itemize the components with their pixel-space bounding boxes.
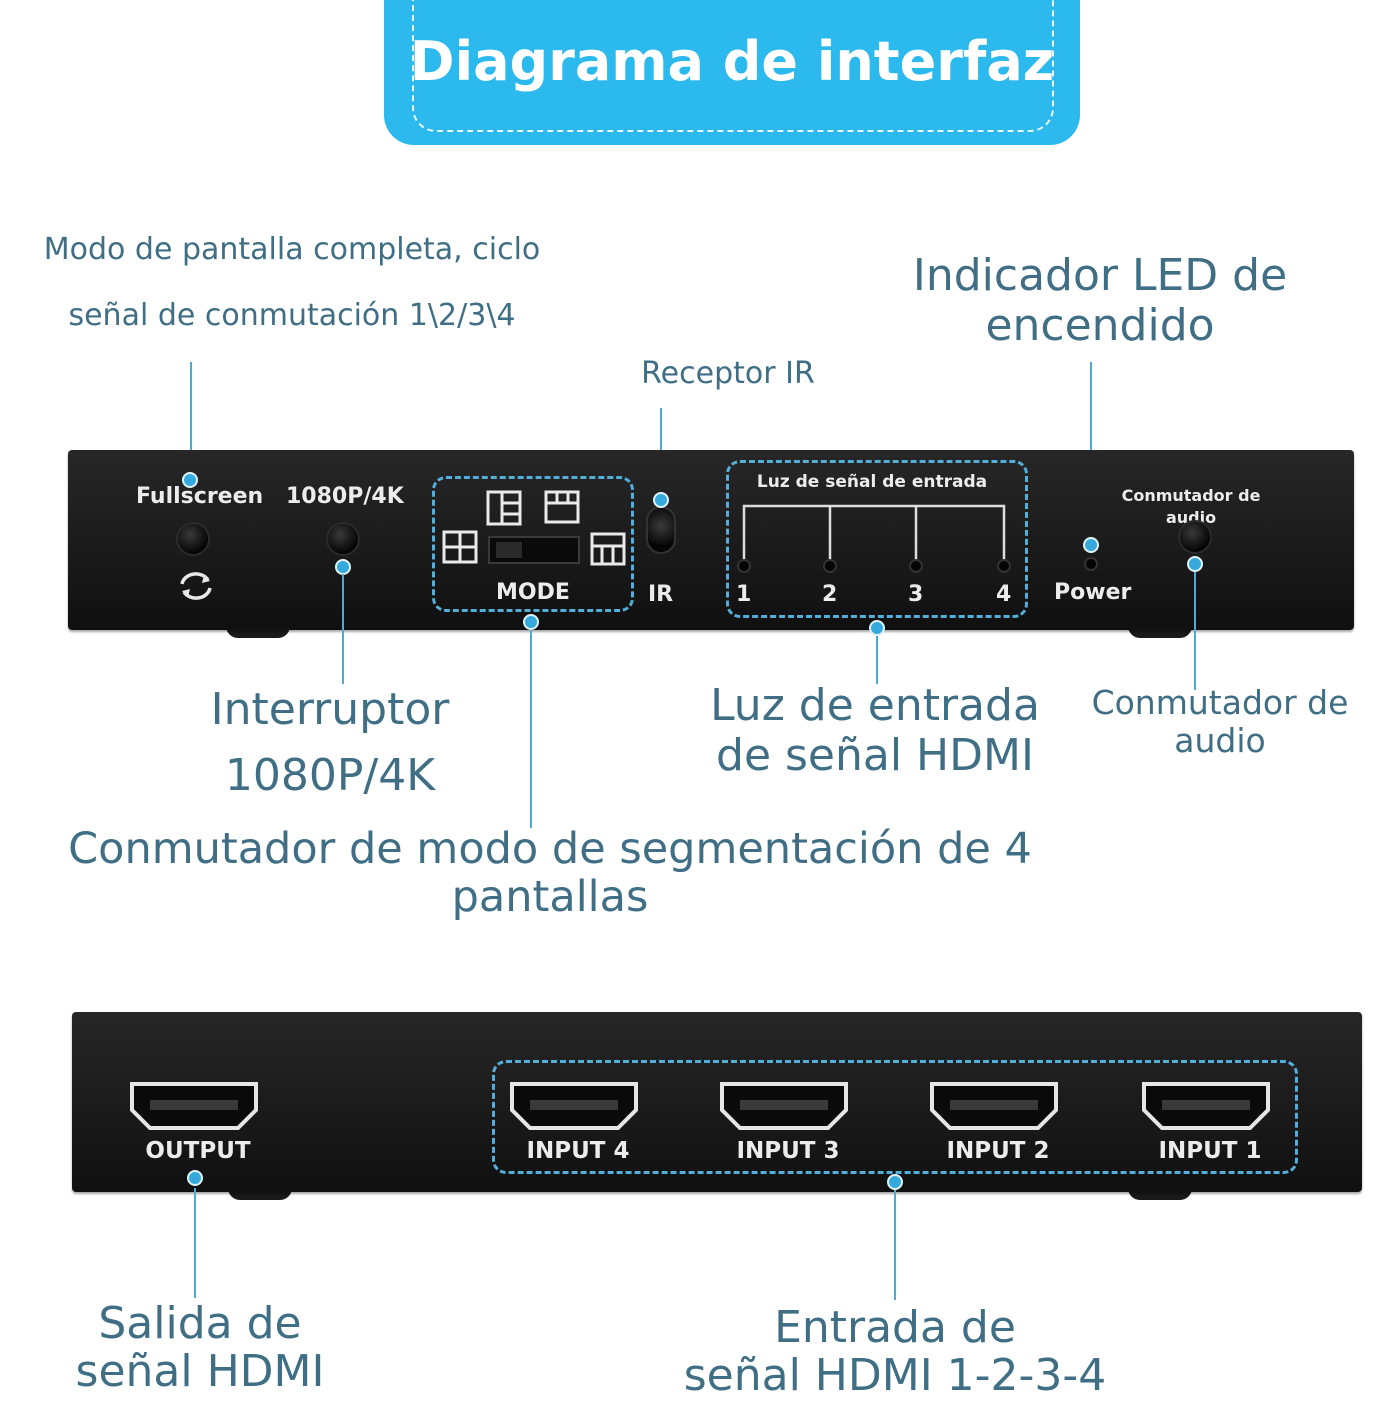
hdmi-input-3-port [718, 1080, 850, 1132]
power-led-callout-line2: encendido [985, 300, 1215, 351]
mode-label: MODE [496, 580, 570, 605]
output-marker-dot [187, 1170, 203, 1186]
channel-2-label: 2 [822, 582, 838, 607]
input-3-label: INPUT 3 [736, 1138, 840, 1164]
resolution-marker-dot [335, 559, 351, 575]
output-label: OUTPUT [145, 1138, 251, 1164]
power-led-callout-line1: Indicador LED de [912, 250, 1288, 301]
mode-callout-line2: pantallas [451, 872, 649, 922]
signal-light-highlight [726, 460, 1028, 618]
resolution-button[interactable] [326, 522, 360, 556]
power-label: Power [1054, 580, 1132, 605]
fullscreen-leader [190, 362, 192, 480]
fullscreen-callout-line2: señal de conmutación 1\2/3\4 [68, 298, 516, 333]
signal-light-bracket [738, 500, 1018, 580]
audio-button[interactable] [1178, 520, 1212, 554]
output-callout-line2: señal HDMI [75, 1346, 325, 1397]
mode-highlight [432, 476, 634, 612]
inputs-marker-dot [887, 1174, 903, 1190]
channel-4-label: 4 [996, 582, 1012, 607]
hdmi-light-callout-line2: de señal HDMI [716, 730, 1034, 781]
led-1 [737, 559, 751, 573]
power-marker-dot [1083, 537, 1099, 553]
mode-callout-line1: Conmutador de modo de segmentación de 4 [68, 824, 1032, 874]
hdmi-input-2-port [928, 1080, 1060, 1132]
layout-icons [440, 482, 630, 572]
hdmi-light-callout-line1: Luz de entrada [710, 680, 1040, 731]
resolution-leader [342, 574, 344, 684]
power-led [1084, 557, 1098, 571]
audio-leader [1194, 572, 1196, 690]
signal-light-marker-dot [869, 620, 885, 636]
inputs-leader [894, 1190, 896, 1300]
mode-switch-knob [496, 542, 522, 558]
fullscreen-button[interactable] [176, 522, 210, 556]
input-2-label: INPUT 2 [946, 1138, 1050, 1164]
mode-slide-switch[interactable] [488, 536, 580, 564]
audio-callout-line2: audio [1174, 721, 1266, 760]
inputs-callout-line2: señal HDMI 1-2-3-4 [683, 1350, 1107, 1401]
fullscreen-marker-dot [182, 472, 198, 488]
input-1-label: INPUT 1 [1158, 1138, 1262, 1164]
signal-light-title: Luz de señal de entrada [756, 472, 988, 492]
output-leader [194, 1188, 196, 1298]
hdmi-output-port [128, 1080, 260, 1132]
title-banner [384, 0, 1080, 145]
ir-receiver-callout: Receptor IR [641, 356, 815, 391]
switch-callout-line1: Interruptor [210, 684, 450, 735]
channel-3-label: 3 [908, 582, 924, 607]
title-banner-border [412, 0, 1054, 132]
inputs-callout-line1: Entrada de [774, 1302, 1016, 1353]
led-3 [909, 559, 923, 573]
ir-window [646, 506, 676, 554]
hdmi-input-4-port [508, 1080, 640, 1132]
switch-callout-line2: 1080P/4K [224, 750, 436, 801]
led-4 [997, 559, 1011, 573]
ir-marker-dot [653, 492, 669, 508]
diagram-title: Diagrama de interfaz [409, 30, 1055, 93]
audio-label-line1: Conmutador de [1121, 486, 1261, 505]
input-4-label: INPUT 4 [526, 1138, 630, 1164]
signal-light-leader [876, 636, 878, 684]
ir-label: IR [648, 582, 674, 607]
audio-callout-line1: Conmutador de [1091, 683, 1349, 722]
mode-marker-dot [523, 614, 539, 630]
mode-leader [530, 630, 532, 828]
channel-1-label: 1 [736, 582, 752, 607]
audio-marker-dot [1187, 556, 1203, 572]
led-2 [823, 559, 837, 573]
fullscreen-callout-line1: Modo de pantalla completa, ciclo [43, 232, 541, 267]
inputs-highlight [492, 1060, 1298, 1174]
front-panel [68, 450, 1354, 630]
hdmi-input-1-port [1140, 1080, 1272, 1132]
cycle-icon [172, 566, 220, 606]
fullscreen-label: Fullscreen [136, 484, 264, 509]
resolution-label: 1080P/4K [286, 484, 404, 509]
output-callout-line1: Salida de [98, 1298, 302, 1349]
